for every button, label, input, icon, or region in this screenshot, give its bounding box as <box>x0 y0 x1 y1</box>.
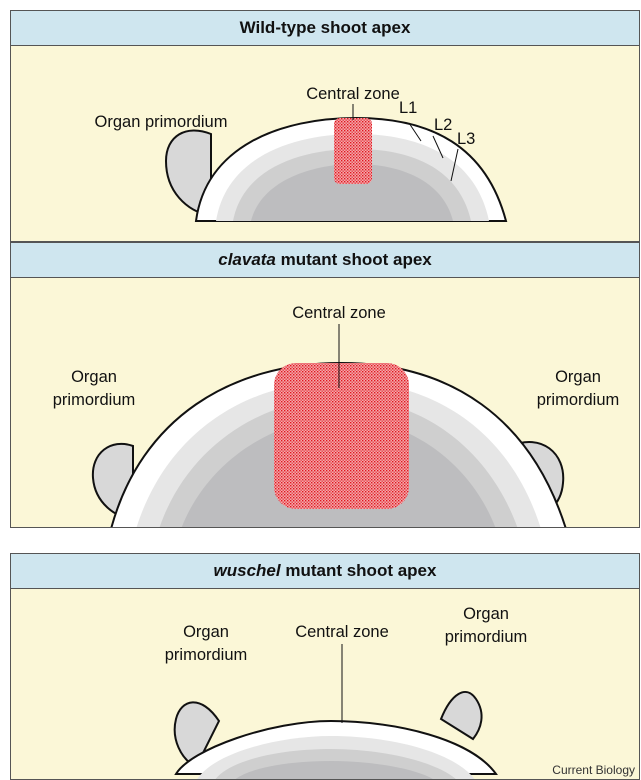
central-zone-region <box>274 363 409 509</box>
central-zone-label: Central zone <box>295 623 389 641</box>
wild-type-apex-diagram: Central zone Organ primordium L1 L2 L3 <box>11 46 639 241</box>
central-zone-label: Central zone <box>306 85 400 103</box>
panel-title-text: mutant shoot apex <box>281 561 437 581</box>
panel-title: wuschel mutant shoot apex <box>11 554 639 589</box>
panel-title-italic: clavata <box>218 250 276 270</box>
central-zone-label: Central zone <box>292 304 386 322</box>
organ-left-label-line2: primordium <box>53 391 136 409</box>
panel-diagram: Central zone Organ primordium Organ prim… <box>11 278 639 527</box>
wuschel-apex-diagram: Central zone Organ primordium Organ prim… <box>11 589 639 779</box>
panel-title: Wild-type shoot apex <box>11 11 639 46</box>
credit-text: Current Biology <box>552 763 635 777</box>
organ-right-label-line1: Organ <box>463 605 509 623</box>
organ-right-label-line1: Organ <box>555 368 601 386</box>
clavata-apex-diagram: Central zone Organ primordium Organ prim… <box>11 278 639 527</box>
organ-right-label-line2: primordium <box>537 391 620 409</box>
panel-title-text: Wild-type shoot apex <box>240 18 411 38</box>
central-zone-region <box>334 118 372 184</box>
l1-label: L1 <box>399 99 417 117</box>
organ-primordium-right-shape <box>441 692 482 739</box>
panel-diagram: Central zone Organ primordium L1 L2 L3 <box>11 46 639 241</box>
organ-primordium-label: Organ primordium <box>95 113 228 131</box>
l3-label: L3 <box>457 130 475 148</box>
panel-wild-type: Wild-type shoot apex Central zone Organ … <box>10 10 640 242</box>
panel-diagram: Central zone Organ primordium Organ prim… <box>11 589 639 779</box>
panel-title: clavata mutant shoot apex <box>11 243 639 278</box>
panel-wuschel: wuschel mutant shoot apex Central zone O… <box>10 553 640 780</box>
panel-clavata: clavata mutant shoot apex Central zone O… <box>10 242 640 528</box>
organ-left-label-line2: primordium <box>165 646 248 664</box>
l2-label: L2 <box>434 116 452 134</box>
panel-title-italic: wuschel <box>214 561 281 581</box>
organ-left-label-line1: Organ <box>71 368 117 386</box>
organ-right-label-line2: primordium <box>445 628 528 646</box>
panel-title-text: mutant shoot apex <box>276 250 432 270</box>
organ-left-label-line1: Organ <box>183 623 229 641</box>
